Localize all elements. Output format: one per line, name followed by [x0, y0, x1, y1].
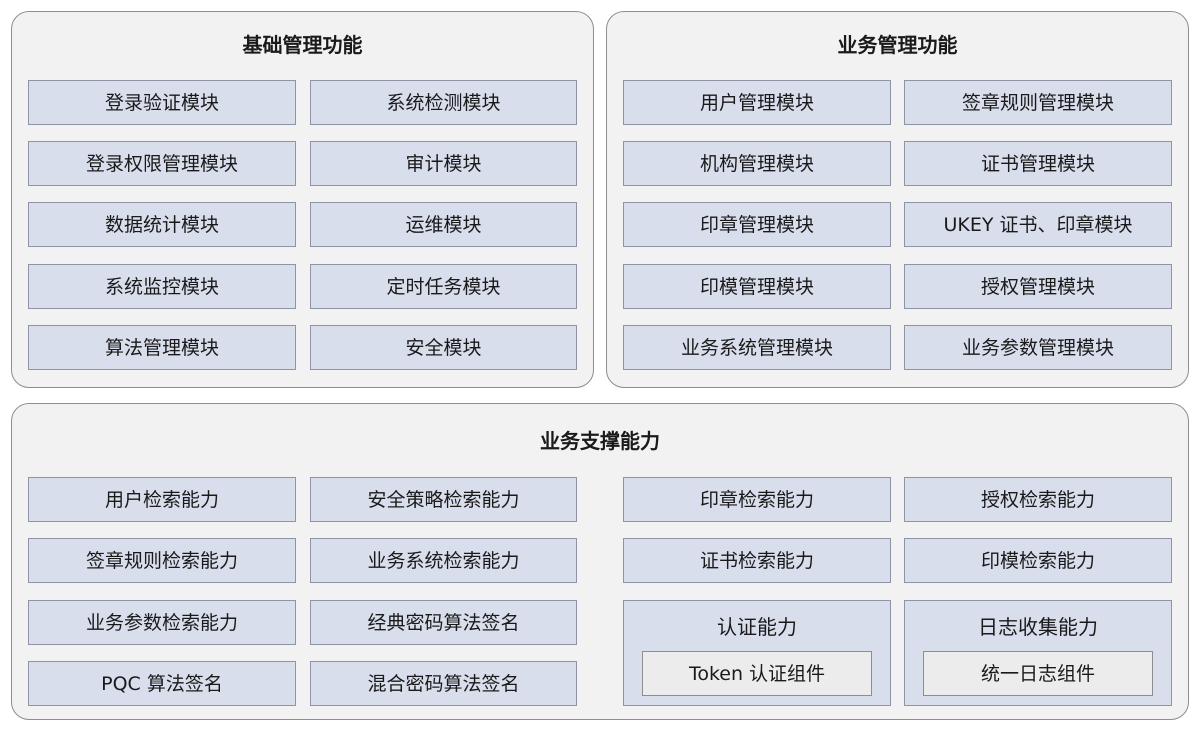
module-box: 签章规则管理模块: [904, 80, 1172, 125]
module-box: 机构管理模块: [623, 141, 891, 186]
capability-box: 安全策略检索能力: [310, 477, 577, 522]
capability-box: 授权检索能力: [904, 477, 1172, 522]
capability-box: 签章规则检索能力: [28, 538, 296, 583]
log-capability-box: 日志收集能力 统一日志组件: [904, 600, 1172, 706]
module-box: 证书管理模块: [904, 141, 1172, 186]
module-box: 数据统计模块: [28, 202, 296, 247]
module-box: 算法管理模块: [28, 325, 296, 370]
capability-box: 印模检索能力: [904, 538, 1172, 583]
module-box: 登录权限管理模块: [28, 141, 296, 186]
module-box: 审计模块: [310, 141, 577, 186]
unified-log-component: 统一日志组件: [923, 651, 1153, 696]
auth-capability-title: 认证能力: [717, 615, 797, 639]
capability-box: 经典密码算法签名: [310, 600, 577, 645]
business-support-title: 业务支撑能力: [540, 429, 660, 453]
capability-box: 用户检索能力: [28, 477, 296, 522]
module-box: 授权管理模块: [904, 264, 1172, 309]
token-auth-component: Token 认证组件: [642, 651, 872, 696]
module-box: 定时任务模块: [310, 264, 577, 309]
module-box: 运维模块: [310, 202, 577, 247]
module-box: 系统监控模块: [28, 264, 296, 309]
module-box: 系统检测模块: [310, 80, 577, 125]
capability-box: 证书检索能力: [623, 538, 891, 583]
auth-capability-box: 认证能力 Token 认证组件: [623, 600, 891, 706]
capability-box: PQC 算法签名: [28, 661, 296, 706]
module-box: 业务系统管理模块: [623, 325, 891, 370]
capability-box: 业务系统检索能力: [310, 538, 577, 583]
capability-box: 业务参数检索能力: [28, 600, 296, 645]
module-box: 印模管理模块: [623, 264, 891, 309]
capability-box: 混合密码算法签名: [310, 661, 577, 706]
module-box: 业务参数管理模块: [904, 325, 1172, 370]
module-box: 登录验证模块: [28, 80, 296, 125]
business-management-title: 业务管理功能: [837, 33, 958, 57]
basic-management-title: 基础管理功能: [242, 33, 363, 57]
module-box: 印章管理模块: [623, 202, 891, 247]
log-capability-title: 日志收集能力: [978, 615, 1098, 639]
capability-box: 印章检索能力: [623, 477, 891, 522]
module-box: 用户管理模块: [623, 80, 891, 125]
module-box: UKEY 证书、印章模块: [904, 202, 1172, 247]
module-box: 安全模块: [310, 325, 577, 370]
